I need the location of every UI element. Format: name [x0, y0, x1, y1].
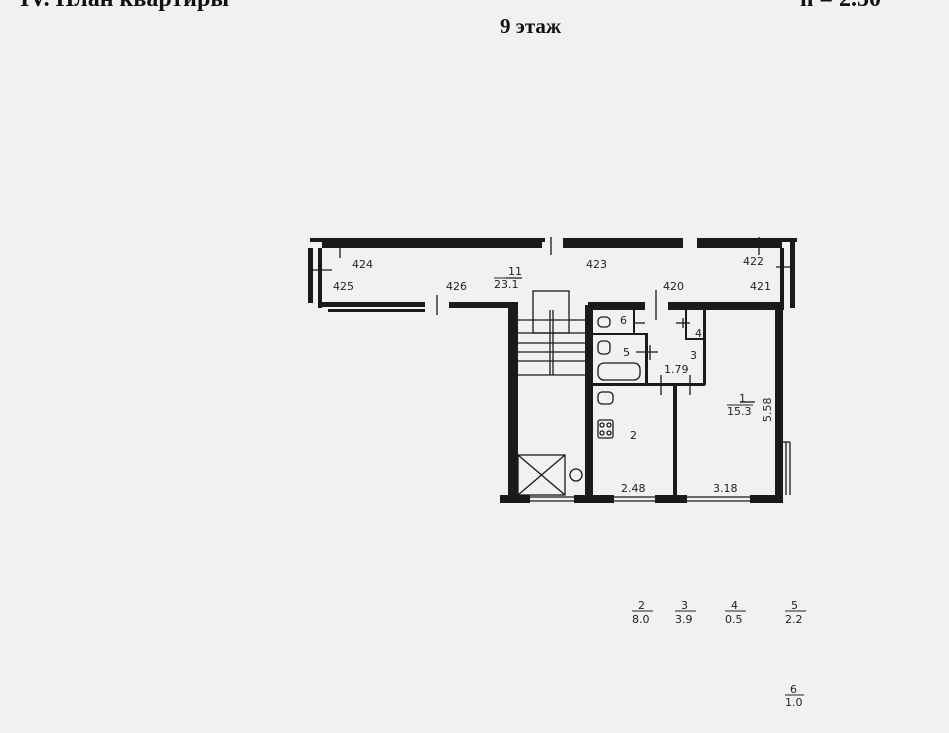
room-426: 426 — [446, 280, 467, 293]
room-421: 421 — [750, 280, 771, 293]
corridor-area: 23.1 — [494, 278, 519, 291]
dim-hall: 1.79 — [664, 363, 689, 376]
room-1-number: 1 — [739, 392, 746, 405]
legend-5-number: 5 — [791, 599, 798, 612]
document-title: IV. План квартиры — [20, 0, 229, 13]
dim-kitchen-width: 2.48 — [621, 482, 646, 495]
room-425: 425 — [333, 280, 354, 293]
plan-labels: 424 425 426 423 422 420 421 11 23.1 1 15… — [333, 255, 774, 495]
legend-4-number: 4 — [731, 599, 738, 612]
room-1-area: 15.3 — [727, 405, 752, 418]
room-424: 424 — [352, 258, 373, 271]
dim-room1-width: 3.18 — [713, 482, 738, 495]
legend-4-area: 0.5 — [725, 613, 743, 626]
ceiling-height: h = 2.50 — [800, 0, 881, 13]
area-legend: 2 8.0 3 3.9 4 0.5 5 2.2 6 1.0 — [632, 599, 803, 709]
floor-label: 9 этаж — [500, 14, 562, 38]
room-423: 423 — [586, 258, 607, 271]
legend-6-area: 1.0 — [785, 696, 803, 709]
legend-5-area: 2.2 — [785, 613, 803, 626]
fixtures — [313, 237, 793, 502]
dim-room1-depth: 5.58 — [761, 398, 774, 423]
corridor-number: 11 — [508, 265, 522, 278]
room-6-number: 6 — [620, 314, 627, 327]
legend-6-number: 6 — [790, 683, 797, 696]
room-5-number: 5 — [623, 346, 630, 359]
legend-2-number: 2 — [638, 599, 645, 612]
fraction-bars — [494, 277, 806, 696]
walls — [308, 238, 797, 503]
room-422: 422 — [743, 255, 764, 268]
room-4-number: 4 — [695, 327, 702, 340]
legend-3-area: 3.9 — [675, 613, 693, 626]
room-2-number: 2 — [630, 429, 637, 442]
room-3-number: 3 — [690, 349, 697, 362]
room-420: 420 — [663, 280, 684, 293]
legend-3-number: 3 — [681, 599, 688, 612]
legend-2-area: 8.0 — [632, 613, 650, 626]
